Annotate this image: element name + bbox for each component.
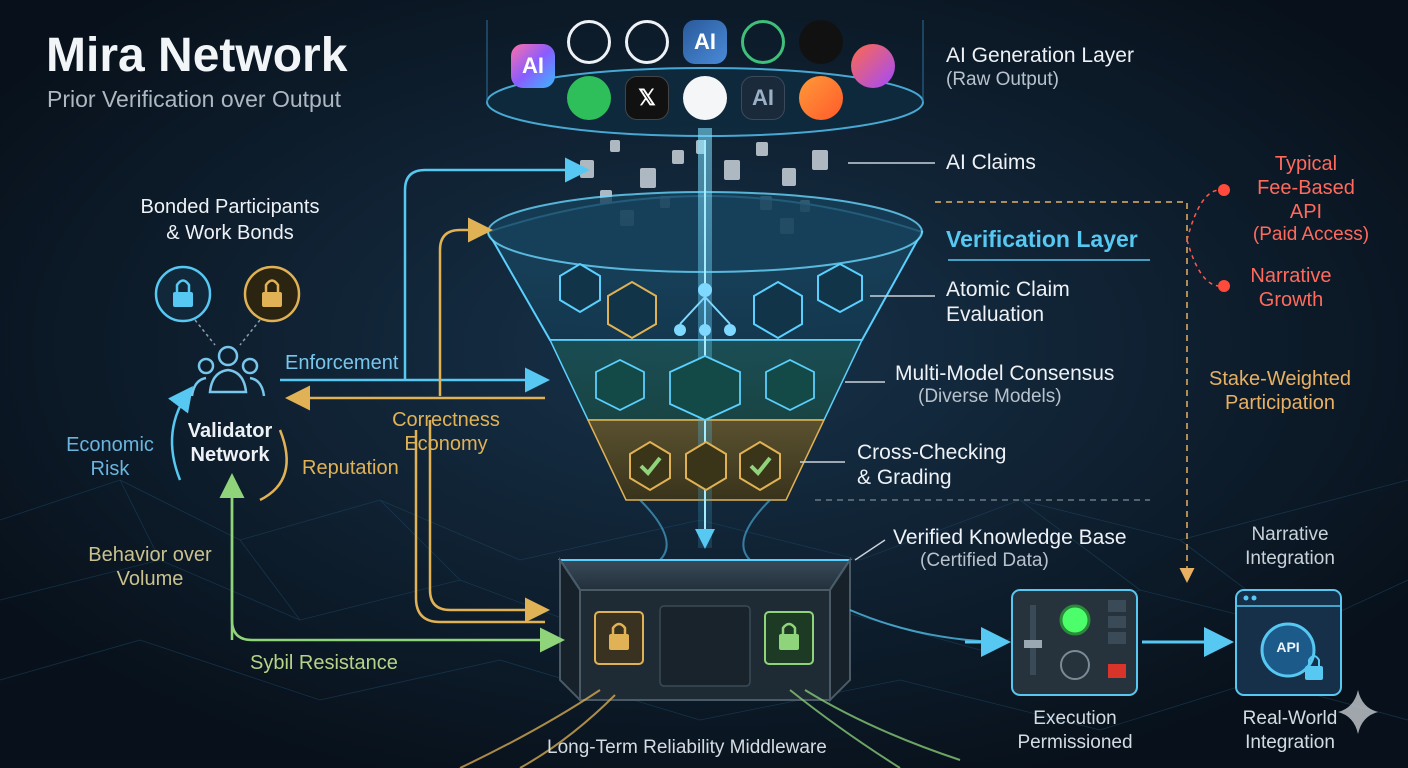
behavior-line-1: Behavior over	[80, 544, 220, 566]
validator-line-2: Network	[176, 444, 284, 466]
middleware-label: Long-Term Reliability Middleware	[547, 738, 827, 759]
sybil-label: Sybil Resistance	[250, 652, 398, 674]
white-circle-icon	[683, 76, 727, 120]
verification-title: Verification Layer	[946, 227, 1138, 252]
ai-box-icon: AI	[683, 20, 727, 64]
ai-gradient-icon: AI	[511, 44, 555, 88]
api-badge: API	[1270, 640, 1306, 655]
realworld-line-1: Real-World	[1225, 709, 1355, 730]
realworld-line-2: Integration	[1225, 733, 1355, 754]
enforcement-label: Enforcement	[285, 352, 398, 374]
execution-panel	[1012, 590, 1137, 695]
validator-line-1: Validator	[176, 420, 284, 442]
openai-knot-icon	[625, 20, 669, 64]
correctness-line-2: Economy	[386, 433, 506, 455]
narrative-growth-line-1: Narrative	[1236, 265, 1346, 287]
typical-line-1: Typical	[1236, 153, 1376, 175]
generation-subtitle: (Raw Output)	[946, 70, 1059, 91]
economic-line-2: Risk	[60, 458, 160, 480]
typical-line-3: API	[1236, 201, 1376, 223]
claims-label: AI Claims	[946, 151, 1036, 174]
grading-hex-row	[630, 442, 780, 490]
openai-knot-icon	[567, 20, 611, 64]
ai-dark-icon: AI	[741, 76, 785, 120]
generation-title: AI Generation Layer	[946, 44, 1134, 67]
x-logo-icon: 𝕏	[625, 76, 669, 120]
cross-line-1: Cross-Checking	[857, 441, 1006, 464]
narrative-integration-line-1: Narrative	[1225, 525, 1355, 546]
narrative-growth-line-2: Growth	[1236, 289, 1346, 311]
page-title: Mira Network	[46, 30, 347, 83]
consensus-subtitle: (Diverse Models)	[918, 387, 1062, 408]
consensus-title: Multi-Model Consensus	[895, 362, 1114, 385]
bonded-line-2: & Work Bonds	[120, 222, 340, 244]
typical-line-2: Fee-Based	[1236, 177, 1376, 199]
fee-api-dot	[1218, 184, 1230, 196]
page-subtitle: Prior Verification over Output	[47, 87, 341, 112]
bonded-line-1: Bonded Participants	[120, 196, 340, 218]
narrative-integration-line-2: Integration	[1225, 549, 1355, 570]
cross-line-2: & Grading	[857, 466, 952, 489]
correctness-line-1: Correctness	[386, 409, 506, 431]
knowledge-box	[560, 560, 850, 700]
stake-line-1: Stake-Weighted	[1200, 368, 1360, 390]
triangle-a-icon	[851, 44, 895, 88]
orange-circle-icon	[799, 76, 843, 120]
narrative-growth-dot	[1218, 280, 1230, 292]
stake-line-2: Participation	[1200, 392, 1360, 414]
execution-line-1: Execution	[1000, 709, 1150, 730]
execution-line-2: Permissioned	[1000, 733, 1150, 754]
typical-line-4: (Paid Access)	[1236, 225, 1386, 246]
knowledge-subtitle: (Certified Data)	[920, 551, 1049, 572]
reputation-label: Reputation	[302, 457, 399, 479]
green-circle-icon	[567, 76, 611, 120]
openai-knot-green-icon	[741, 20, 785, 64]
atomic-line-1: Atomic Claim	[946, 278, 1070, 301]
starburst-icon	[799, 20, 843, 64]
atomic-line-2: Evaluation	[946, 303, 1044, 326]
knowledge-title: Verified Knowledge Base	[893, 526, 1127, 549]
behavior-line-2: Volume	[80, 568, 220, 590]
economic-line-1: Economic	[60, 434, 160, 456]
